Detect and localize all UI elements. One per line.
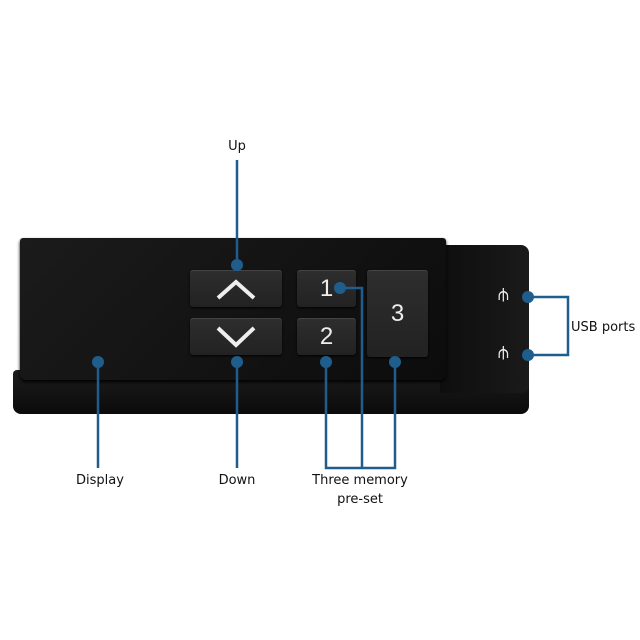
chevron-up-icon xyxy=(216,279,256,300)
up-label: Up xyxy=(228,139,246,154)
display-dot xyxy=(92,356,104,368)
usb2-dot xyxy=(522,349,534,361)
usb-port-2-icon: ⫛ xyxy=(498,342,509,363)
memory-label-line2: pre-set xyxy=(337,492,383,507)
down-button[interactable] xyxy=(190,318,282,355)
mem1-dot xyxy=(334,282,346,294)
button-3-label: 3 xyxy=(390,299,405,327)
usb-housing xyxy=(440,245,529,393)
usb-port-1-icon: ⫛ xyxy=(498,284,509,305)
usb-label: USB ports xyxy=(571,320,636,335)
up-button[interactable] xyxy=(190,270,282,307)
display-label: Display xyxy=(76,473,124,488)
up-dot xyxy=(231,259,243,271)
down-dot xyxy=(231,356,243,368)
memory-label: Three memory pre-set xyxy=(295,471,425,509)
chevron-down-icon xyxy=(216,326,256,348)
mem2-dot xyxy=(320,356,332,368)
usb1-dot xyxy=(522,291,534,303)
memory-button-3[interactable]: 3 xyxy=(367,270,428,357)
button-1-label: 1 xyxy=(319,274,334,302)
memory-button-2[interactable]: 2 xyxy=(297,318,356,355)
down-label: Down xyxy=(218,473,256,488)
button-2-label: 2 xyxy=(319,322,334,350)
memory-label-line1: Three memory xyxy=(312,473,408,488)
mem3-dot xyxy=(389,356,401,368)
